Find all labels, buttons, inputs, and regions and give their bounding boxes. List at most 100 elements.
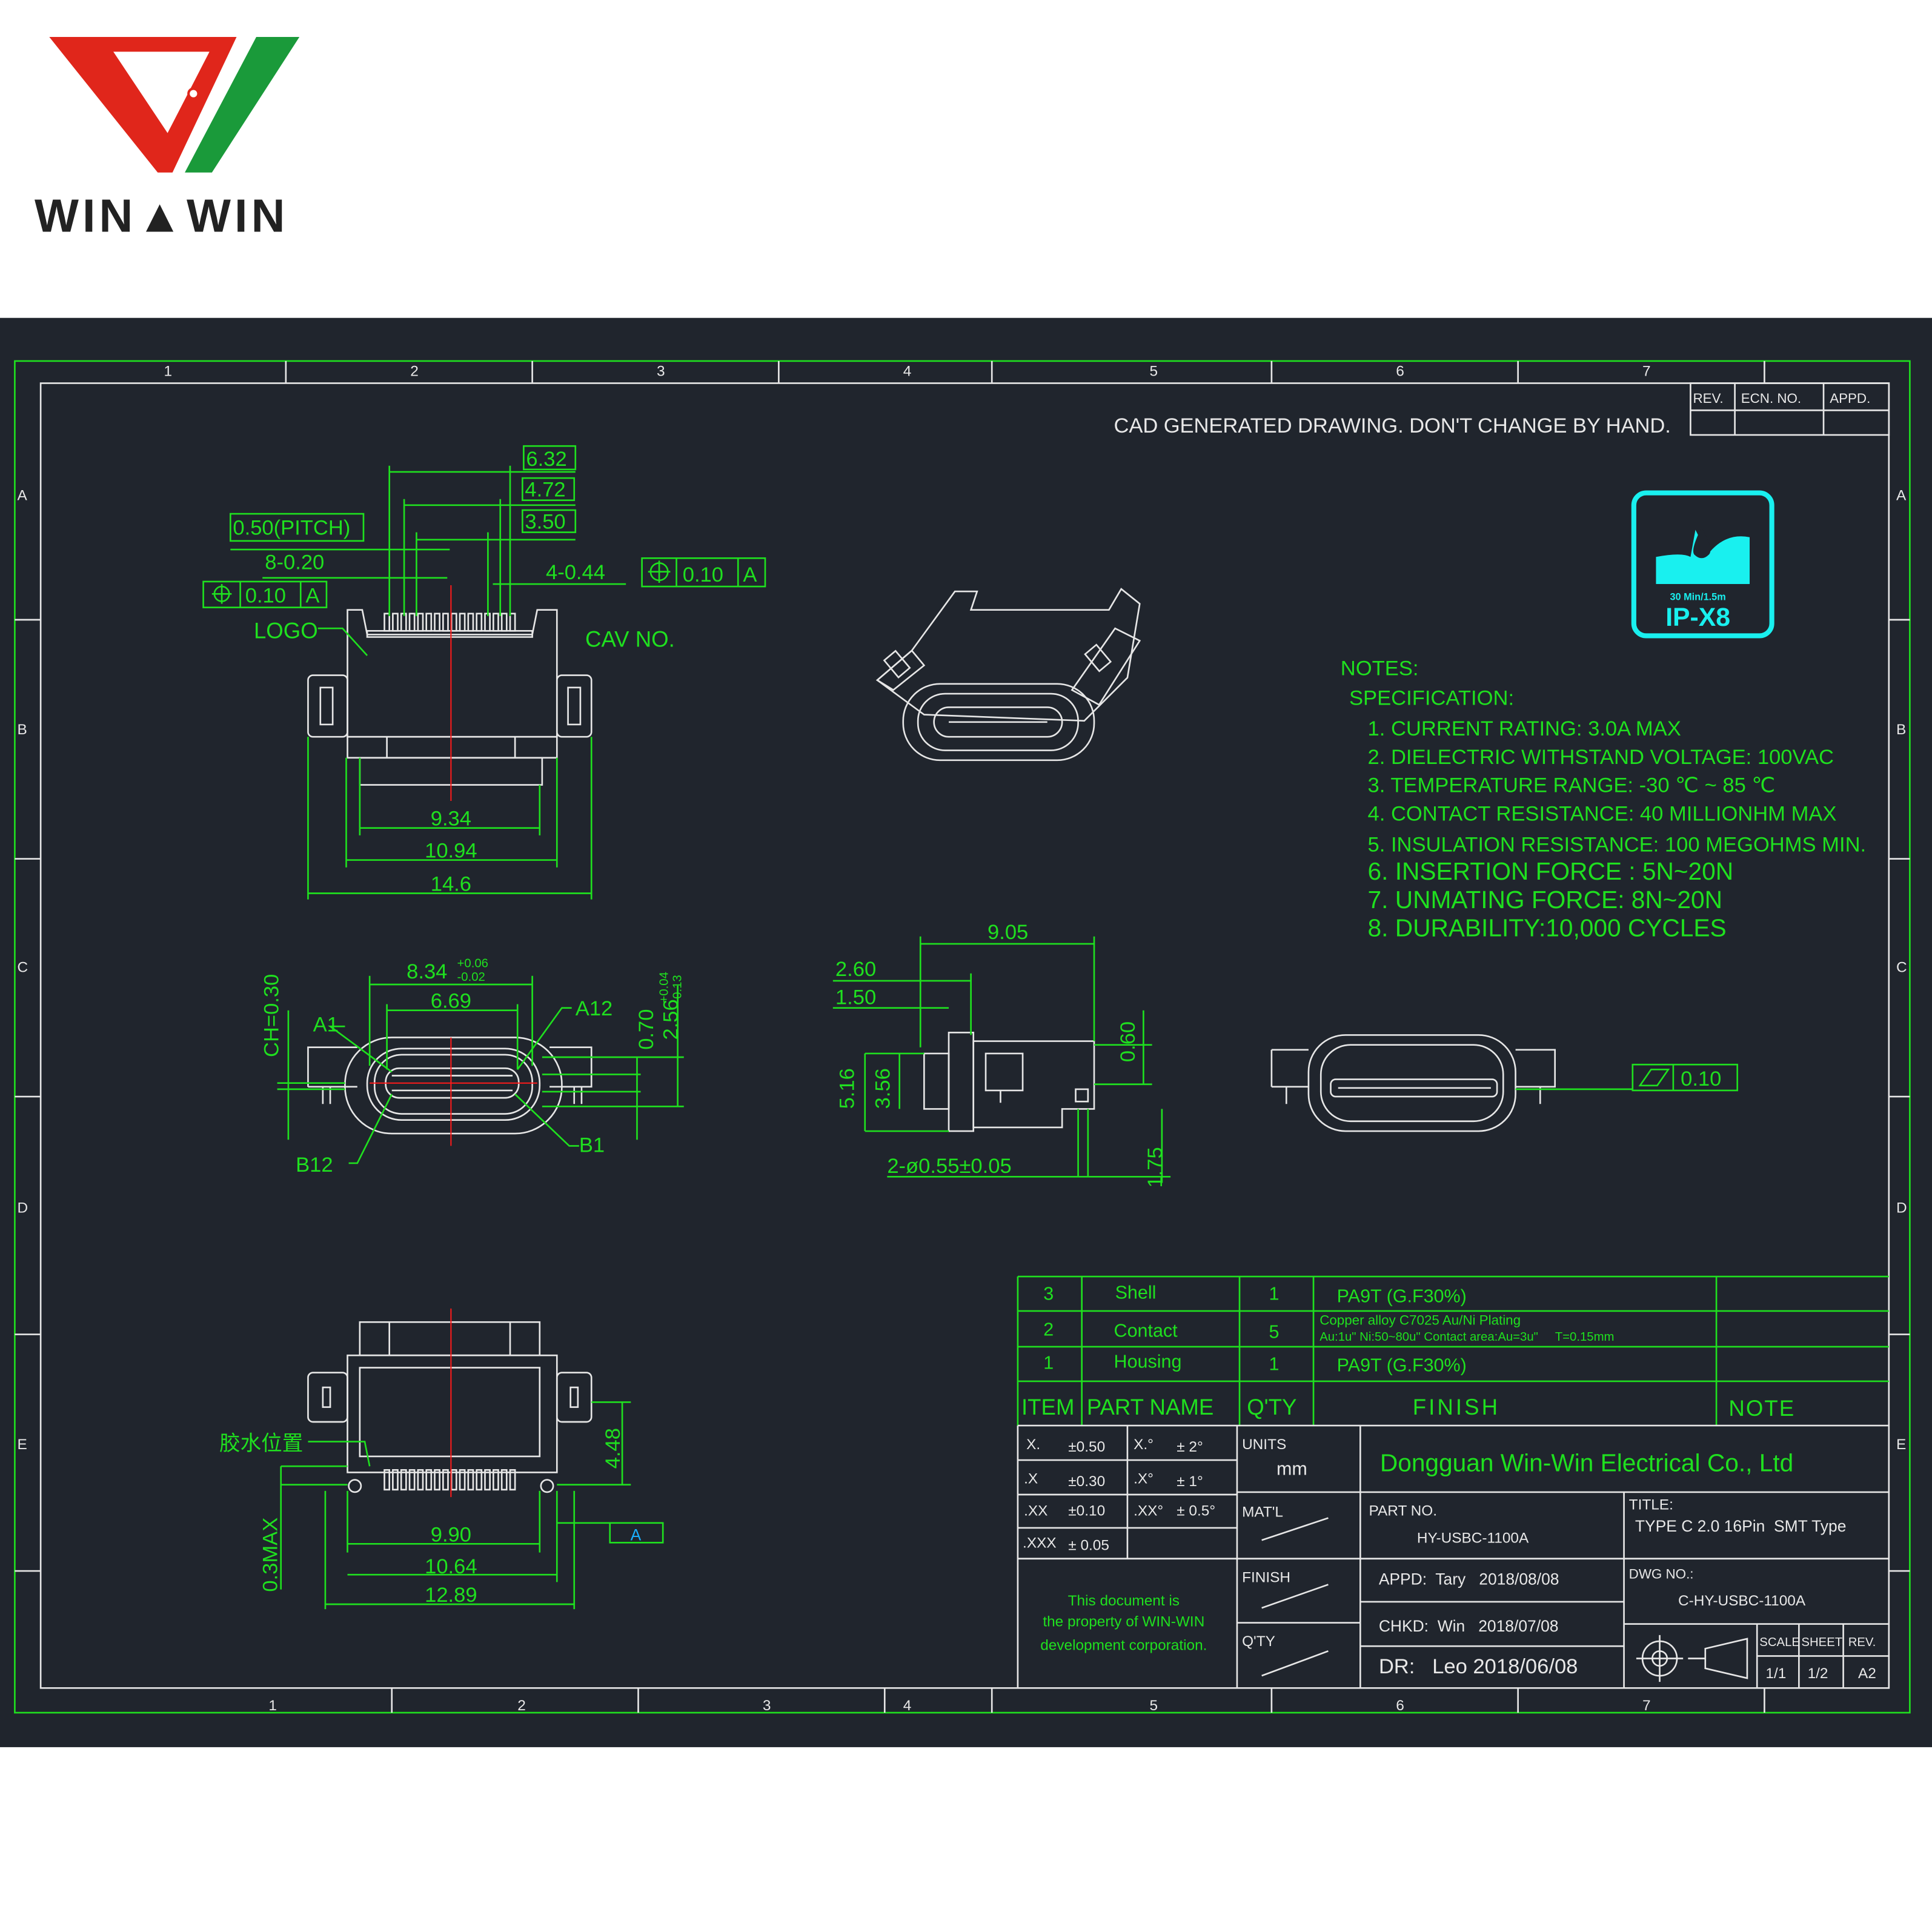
badge-depth: 30 Min/1.5m xyxy=(1670,591,1725,602)
zone-bottom-5: 5 xyxy=(1150,1698,1158,1714)
contact-pin xyxy=(408,1469,416,1491)
gdt-left-tol: 0.10 xyxy=(245,585,286,608)
dim-holes: 2-ø0.55±0.05 xyxy=(887,1155,1011,1178)
dim-10-64: 10.64 xyxy=(425,1555,477,1578)
dim-10-94: 10.94 xyxy=(425,840,477,863)
dim-2-56-plus: +0.04 xyxy=(657,972,671,1003)
rev-header: REV. xyxy=(1693,391,1723,406)
bom-row-1-part: Housing xyxy=(1114,1352,1182,1372)
win-win-logo: WIN▲WIN xyxy=(35,37,300,242)
units-value: mm xyxy=(1276,1458,1307,1479)
title-label: TITLE: xyxy=(1629,1496,1673,1513)
company-name: Dongguan Win-Win Electrical Co., Ltd xyxy=(1380,1449,1793,1476)
dim-5-16: 5.16 xyxy=(835,1068,858,1109)
zone-right-d: D xyxy=(1896,1200,1907,1216)
notes-block: NOTES: SPECIFICATION: 1. CURRENT RATING:… xyxy=(1341,657,1866,942)
tol-akey-1: .X° xyxy=(1134,1471,1154,1487)
note-1: 1. CURRENT RATING: 3.0A MAX xyxy=(1368,717,1681,740)
property-line-1: This document is xyxy=(1068,1593,1180,1609)
tol-key-3: .XXX xyxy=(1023,1535,1057,1551)
dim-6-32: 6.32 xyxy=(526,448,566,471)
contact-pin xyxy=(408,612,416,632)
scale-label: SCALE xyxy=(1759,1636,1800,1649)
dim-14-6: 14.6 xyxy=(431,872,471,895)
tol-aval-1: ± 1° xyxy=(1177,1473,1203,1490)
contact-pin xyxy=(442,612,449,632)
zone-right-b: B xyxy=(1896,722,1906,738)
contact-pin xyxy=(459,612,466,632)
contact-pin xyxy=(392,612,399,632)
part-no-label: PART NO. xyxy=(1369,1503,1438,1519)
dim-6-69: 6.69 xyxy=(431,990,471,1013)
note-4: 4. CONTACT RESISTANCE: 40 MILLIONHM MAX xyxy=(1368,803,1837,826)
tol-val-3: ± 0.05 xyxy=(1068,1538,1109,1554)
tol-key-0: X. xyxy=(1026,1436,1040,1453)
rev-label: REV. xyxy=(1848,1636,1876,1649)
dim-9-05: 9.05 xyxy=(988,921,1028,944)
bom-header-part: PART NAME xyxy=(1087,1395,1213,1419)
ecn-header: ECN. NO. xyxy=(1741,391,1801,406)
zone-bottom-6: 6 xyxy=(1396,1698,1404,1714)
note-2: 2. DIELECTRIC WITHSTAND VOLTAGE: 100VAC xyxy=(1368,746,1834,769)
contact-pin xyxy=(476,612,483,632)
dim-pin-width: 8-0.20 xyxy=(265,551,324,574)
contact-pins xyxy=(383,612,516,632)
outer-frame xyxy=(14,360,1911,1714)
matl-label: MAT'L xyxy=(1242,1504,1283,1521)
contact-pin xyxy=(425,1469,433,1491)
bom-header-qty: Q'TY xyxy=(1247,1395,1296,1419)
dim-8-34: 8.34 xyxy=(407,960,447,983)
zone-labels: 1 2 3 4 5 6 7 1 2 3 4 5 6 7 A B C D E A … xyxy=(17,363,1907,1714)
dim-0-3max: 0.3MAX xyxy=(259,1518,282,1592)
title-block: X. ±0.50 X.° ± 2° .X ±0.30 .X° ± 1° .XX … xyxy=(1017,1424,1889,1688)
tol-val-0: ±0.50 xyxy=(1068,1439,1105,1455)
revision-table xyxy=(1690,382,1890,436)
contact-pin xyxy=(383,1469,391,1491)
contact-pin xyxy=(509,1469,516,1491)
dim-1-75: 1.75 xyxy=(1144,1147,1167,1187)
zone-bottom-3: 3 xyxy=(763,1698,771,1714)
zone-bottom-2: 2 xyxy=(517,1698,526,1714)
cav-no-label: CAV NO. xyxy=(585,627,675,652)
logo-label: LOGO xyxy=(254,619,318,643)
dim-3-56: 3.56 xyxy=(871,1068,894,1109)
pin-b1: B1 xyxy=(579,1134,605,1157)
logo-dot xyxy=(187,87,200,100)
dim-pin-width-2: 4-0.44 xyxy=(546,561,605,584)
notes-title: NOTES: xyxy=(1341,657,1419,680)
contact-pins-bottom xyxy=(383,1469,516,1491)
front-view: 8.34 +0.06 -0.02 6.69 A1 A12 B1 B12 CH=0… xyxy=(261,957,685,1177)
bom-row-3-finish: PA9T (G.F30%) xyxy=(1337,1286,1467,1307)
dim-pitch: 0.50(PITCH) xyxy=(233,517,350,540)
logo-wordmark: WIN▲WIN xyxy=(35,190,289,242)
dim-0-70: 0.70 xyxy=(635,1009,658,1050)
contact-pin xyxy=(484,1469,491,1491)
zone-top-4: 4 xyxy=(903,363,912,379)
contact-pin xyxy=(383,612,391,632)
tol-akey-2: .XX° xyxy=(1134,1503,1163,1519)
zone-left-c: C xyxy=(17,960,28,976)
contact-pin xyxy=(417,612,424,632)
appd-header: APPD. xyxy=(1830,391,1870,406)
zone-top-6: 6 xyxy=(1396,363,1404,379)
bom-header-finish: FINISH xyxy=(1413,1395,1500,1419)
contact-pin xyxy=(400,1469,407,1491)
bom-row-3-qty: 1 xyxy=(1269,1284,1279,1304)
note-7: 7. UNMATING FORCE: 8N~20N xyxy=(1368,886,1723,914)
dim-0-60: 0.60 xyxy=(1117,1021,1140,1062)
flatness-tolerance: 0.10 xyxy=(1681,1067,1721,1090)
dim-4-48: 4.48 xyxy=(602,1428,625,1469)
property-line-3: development corporation. xyxy=(1040,1637,1207,1653)
units-label: UNITS xyxy=(1242,1436,1286,1453)
badge-rating: IP-X8 xyxy=(1665,603,1730,632)
dwg-no-value: C-HY-USBC-1100A xyxy=(1678,1593,1806,1609)
tol-aval-0: ± 2° xyxy=(1177,1439,1203,1455)
dim-1-50: 1.50 xyxy=(835,986,876,1009)
bom-row-1-finish: PA9T (G.F30%) xyxy=(1337,1355,1467,1376)
dim-12-89: 12.89 xyxy=(425,1584,477,1607)
contact-pin xyxy=(442,1469,449,1491)
zone-bottom-7: 7 xyxy=(1642,1698,1651,1714)
scale-value: 1/1 xyxy=(1765,1665,1786,1682)
drawing-title: TYPE C 2.0 16Pin SMT Type xyxy=(1635,1517,1847,1535)
contact-pin xyxy=(500,1469,508,1491)
